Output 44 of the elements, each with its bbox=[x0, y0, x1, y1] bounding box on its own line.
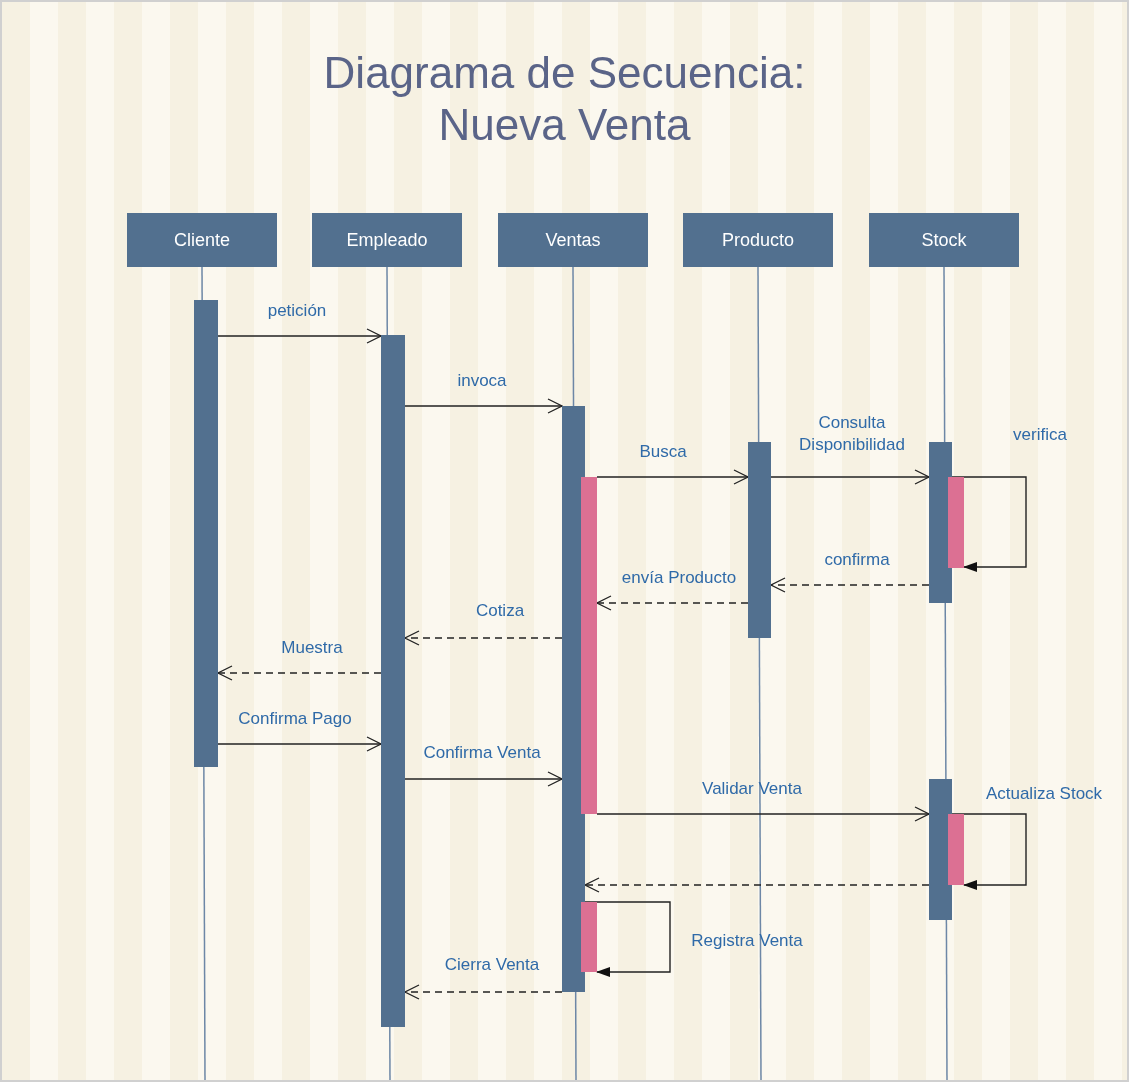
message-arrow bbox=[217, 328, 382, 344]
message-label: Cierra Venta bbox=[444, 954, 540, 976]
lifeline-head: Stock bbox=[869, 213, 1019, 267]
message-arrow bbox=[404, 630, 563, 646]
diagram-title: Diagrama de Secuencia: Nueva Venta bbox=[322, 47, 807, 151]
message-label: confirma bbox=[824, 549, 890, 571]
message-label: envía Producto bbox=[621, 567, 737, 589]
message-label: Confirma Venta bbox=[423, 742, 541, 764]
message-arrow bbox=[951, 813, 1027, 890]
activation-bar bbox=[948, 814, 964, 885]
lifeline-head: Producto bbox=[683, 213, 833, 267]
message-label: Consulta Disponibilidad bbox=[798, 412, 906, 456]
message-arrow bbox=[951, 476, 1027, 572]
message-arrow bbox=[584, 877, 930, 893]
lifeline-head: Cliente bbox=[127, 213, 277, 267]
activation-bar bbox=[381, 335, 405, 1027]
lifeline-head: Empleado bbox=[312, 213, 462, 267]
activation-bar bbox=[929, 779, 952, 920]
message-label: verifica bbox=[1013, 424, 1067, 446]
message-arrow bbox=[404, 398, 563, 414]
message-arrow bbox=[596, 806, 930, 822]
message-arrow bbox=[770, 469, 930, 485]
message-arrow bbox=[596, 469, 749, 485]
message-label: petición bbox=[267, 300, 327, 322]
activation-bar bbox=[194, 300, 218, 767]
message-arrow bbox=[217, 665, 382, 681]
message-label: Muestra bbox=[281, 637, 343, 659]
message-arrow bbox=[404, 771, 563, 787]
message-arrow bbox=[770, 577, 930, 593]
activation-bar bbox=[748, 442, 771, 638]
message-label: Actualiza Stock bbox=[985, 783, 1103, 805]
message-arrow bbox=[596, 595, 749, 611]
message-label: invoca bbox=[457, 370, 507, 392]
message-arrow bbox=[584, 901, 671, 977]
activation-bar bbox=[948, 477, 964, 568]
message-label: Busca bbox=[639, 441, 687, 463]
message-label: Cotiza bbox=[475, 600, 525, 622]
activation-bar bbox=[929, 442, 952, 603]
message-label: Confirma Pago bbox=[238, 708, 352, 730]
activation-bar bbox=[581, 902, 597, 972]
activation-bar bbox=[581, 477, 597, 814]
message-arrow bbox=[217, 736, 382, 752]
lifeline-head: Ventas bbox=[498, 213, 648, 267]
message-arrow bbox=[404, 984, 563, 1000]
